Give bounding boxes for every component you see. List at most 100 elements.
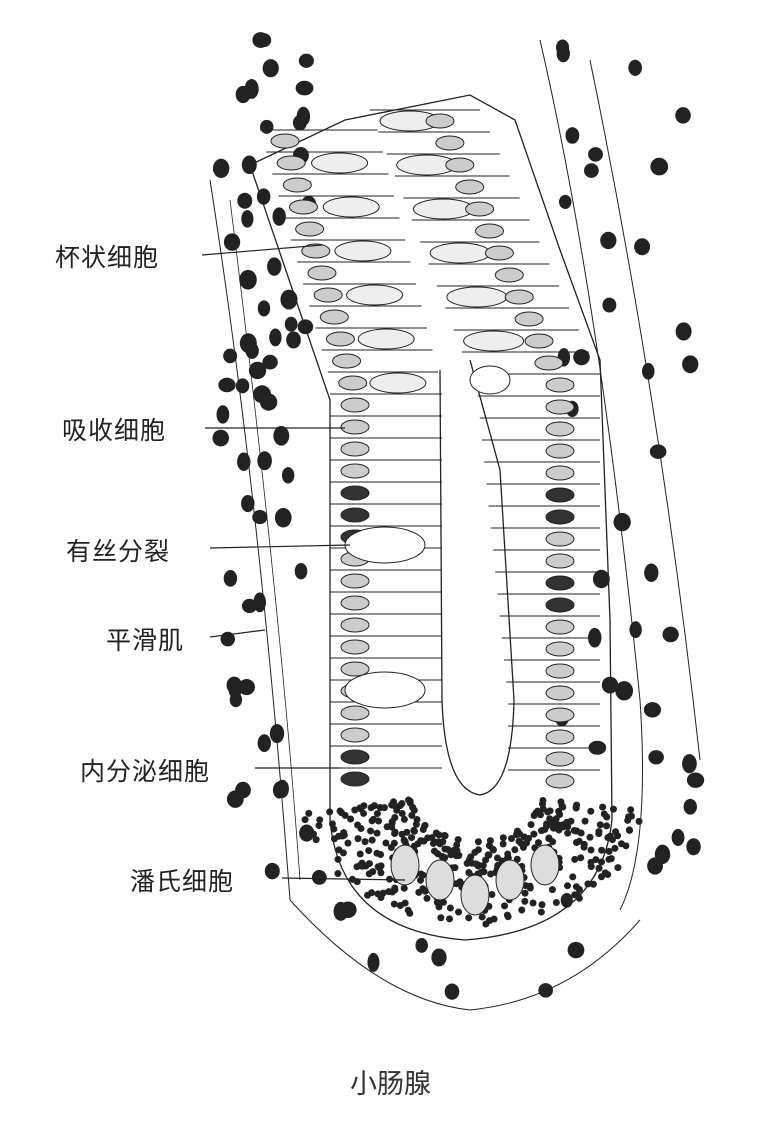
- secretory-granule: [575, 894, 583, 902]
- nucleus-dot: [256, 188, 271, 205]
- secretory-granule: [305, 809, 313, 817]
- nucleus-dot: [686, 838, 701, 856]
- cell-nucleus: [545, 773, 575, 789]
- secretory-granule: [595, 864, 603, 872]
- label-goblet-cell: 杯状细胞: [55, 243, 160, 272]
- nucleus-dot: [682, 355, 699, 374]
- nucleus-dot: [280, 289, 298, 310]
- nucleus-dot: [682, 754, 697, 774]
- goblet-mucus: [322, 196, 380, 218]
- secretory-granule: [370, 815, 378, 823]
- cell-nucleus: [340, 771, 370, 787]
- secretory-granule: [513, 827, 521, 835]
- nucleus-dot: [431, 948, 447, 967]
- nucleus-dot: [262, 59, 279, 78]
- secretory-granule: [335, 832, 343, 840]
- nucleus-dot: [629, 621, 642, 639]
- secretory-granule: [601, 869, 609, 877]
- nucleus-dot: [286, 331, 301, 349]
- nucleus-dot: [223, 348, 238, 364]
- cell-nucleus: [340, 705, 370, 721]
- secretory-granule: [368, 836, 376, 844]
- cell-nucleus: [340, 595, 370, 611]
- secretory-granule: [405, 796, 413, 804]
- secretory-granule: [455, 908, 463, 916]
- cell-nucleus: [545, 575, 575, 591]
- cell-nucleus: [340, 507, 370, 523]
- nucleus-dot: [311, 870, 327, 885]
- secretory-granule: [548, 886, 556, 894]
- secretory-granule: [423, 894, 431, 902]
- secretory-granule: [440, 898, 448, 906]
- cell-nucleus: [545, 531, 575, 547]
- secretory-granule: [493, 854, 501, 862]
- secretory-granule: [598, 846, 606, 854]
- cell-nucleus: [545, 707, 575, 723]
- label-mitosis: 有丝分裂: [66, 537, 171, 566]
- cell-nucleus: [340, 419, 370, 435]
- cell-nucleus: [338, 375, 368, 391]
- secretory-granule: [567, 817, 575, 825]
- secretory-granule: [564, 882, 572, 890]
- secretory-granule: [465, 914, 473, 922]
- mitosis-cell: [344, 671, 426, 709]
- secretory-granule: [301, 816, 309, 824]
- secretory-granule: [555, 807, 563, 815]
- nucleus-dot: [662, 626, 679, 643]
- nucleus-dot: [216, 405, 230, 424]
- cell-nucleus: [534, 355, 564, 371]
- secretory-granule: [482, 920, 490, 928]
- cell-nucleus: [545, 465, 575, 481]
- cell-nucleus: [545, 399, 575, 415]
- cell-nucleus: [319, 309, 349, 325]
- secretory-granule: [537, 908, 545, 916]
- cell-nucleus: [545, 553, 575, 569]
- nucleus-dot: [237, 452, 251, 471]
- secretory-granule: [529, 899, 537, 907]
- nucleus-dot: [294, 562, 308, 580]
- leader-lines: [201, 244, 406, 881]
- secretory-granule: [417, 837, 425, 845]
- nucleus-dot: [269, 328, 282, 347]
- nucleus-dot: [257, 734, 271, 753]
- cell-nucleus: [325, 331, 355, 347]
- secretory-granule: [366, 827, 374, 835]
- nucleus-dot: [298, 53, 314, 68]
- cell-nucleus: [504, 289, 534, 305]
- cell-nucleus: [340, 485, 370, 501]
- secretory-granule: [390, 900, 398, 908]
- secretory-granule: [581, 817, 589, 825]
- cell-nucleus: [545, 597, 575, 613]
- nucleus-dot: [613, 512, 631, 532]
- nucleus-dot: [649, 444, 667, 459]
- cell-nucleus: [545, 729, 575, 745]
- secretory-granule: [409, 803, 417, 811]
- secretory-granule: [413, 815, 421, 823]
- secretory-granule: [474, 846, 482, 854]
- nucleus-dot: [235, 378, 250, 394]
- secretory-granule: [377, 893, 385, 901]
- secretory-granule: [380, 804, 388, 812]
- secretory-granule: [584, 880, 592, 888]
- secretory-granule: [474, 838, 482, 846]
- secretory-granule: [596, 821, 604, 829]
- secretory-granule: [354, 821, 362, 829]
- nucleus-dot: [257, 300, 271, 317]
- cell-nucleus: [545, 641, 575, 657]
- epithelial-cells: [260, 109, 600, 789]
- cell-nucleus: [545, 663, 575, 679]
- secretory-granule: [580, 843, 588, 851]
- cell-nucleus: [340, 441, 370, 457]
- secretory-granule: [391, 828, 399, 836]
- paneth-nucleus: [460, 874, 490, 916]
- nucleus-dot: [643, 702, 662, 718]
- secretory-granule: [354, 835, 362, 843]
- connective-tissue-cells: [212, 32, 705, 1000]
- secretory-granule: [572, 803, 580, 811]
- secretory-granule: [614, 864, 622, 872]
- secretory-granule: [373, 829, 381, 837]
- cell-nucleus: [484, 245, 514, 261]
- goblet-mucus: [311, 152, 369, 174]
- secretory-granule: [571, 855, 579, 863]
- secretory-granule: [467, 853, 475, 861]
